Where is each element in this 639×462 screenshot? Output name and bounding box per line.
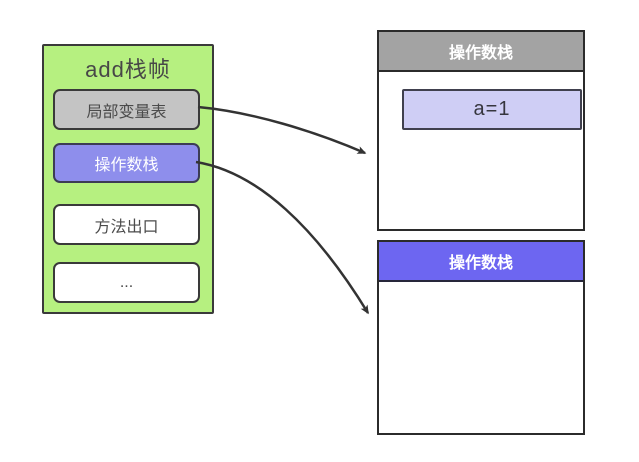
operand-stack-box-bottom: 操作数栈 [377,240,585,435]
local-variable-table-item: 局部变量表 [53,89,200,130]
method-exit-item: 方法出口 [53,204,200,245]
frame-title: add栈帧 [85,57,171,82]
stack-entry-a1: a=1 [402,89,582,130]
operand-stack-top-header: 操作数栈 [379,32,583,72]
ellipsis-item: ... [53,262,200,303]
operand-stack-item: 操作数栈 [53,143,200,183]
arrow-localvars-to-top-stack [197,105,367,155]
add-stack-frame-box: add栈帧 局部变量表 操作数栈 方法出口 ... [42,44,214,314]
arrow-operand-to-bottom-stack [195,160,370,315]
operand-stack-box-top: 操作数栈 a=1 [377,30,585,231]
operand-stack-bottom-header: 操作数栈 [379,242,583,282]
